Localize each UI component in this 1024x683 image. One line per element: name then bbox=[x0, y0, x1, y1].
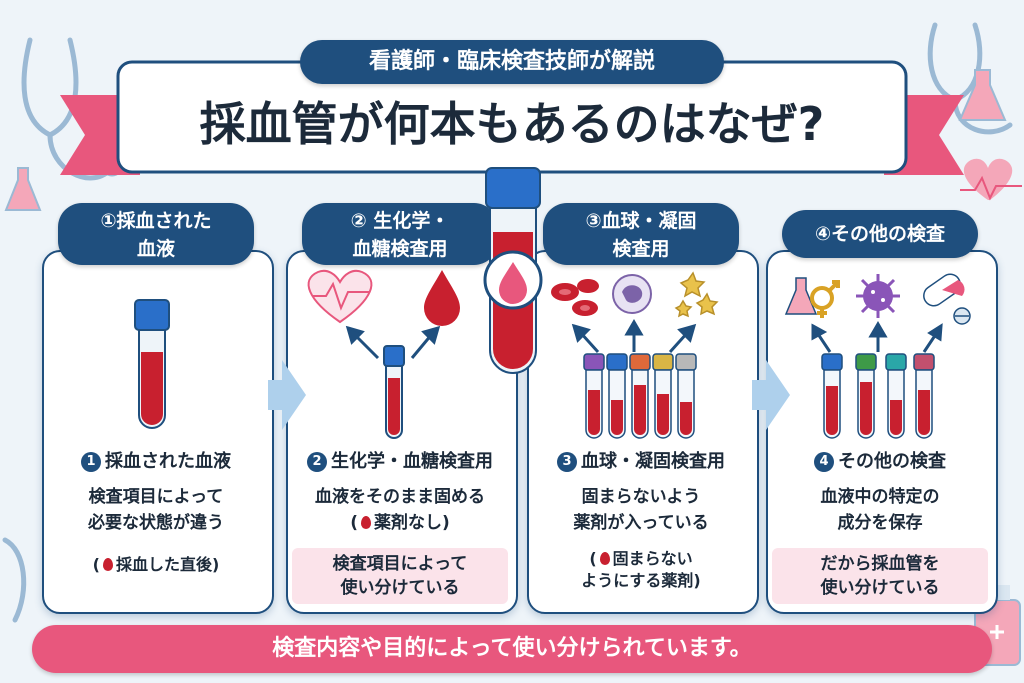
red-blood-cells-icon bbox=[551, 279, 599, 316]
card-1-desc: 検査項目によって 必要な状態が違う bbox=[88, 487, 224, 533]
blood-tube-icon bbox=[821, 353, 843, 439]
blood-tube-icon bbox=[675, 353, 697, 439]
card-2-note: (薬剤なし) bbox=[350, 513, 450, 533]
card-4-band: だから採血管を 使い分けている bbox=[772, 548, 988, 604]
page-title: 採血管が何本もあるのはなぜ? bbox=[199, 97, 825, 151]
arrow-up-icon bbox=[571, 319, 697, 354]
tube-rack-icon bbox=[821, 353, 935, 439]
arrow-up-icon bbox=[811, 321, 943, 353]
flask-icon bbox=[784, 277, 818, 315]
blood-tube-icon bbox=[606, 353, 628, 439]
card-3-note: (固まらない ようにする薬剤) bbox=[581, 549, 701, 590]
blood-tube-icon bbox=[629, 353, 651, 439]
step-number-badge: 4 bbox=[814, 452, 834, 472]
card-3-note-text: 固まらない ようにする薬剤 bbox=[581, 549, 694, 590]
arrow-right-icon bbox=[268, 360, 306, 430]
blood-tube-icon bbox=[583, 353, 605, 439]
blood-drop-icon bbox=[424, 270, 460, 326]
step-number-badge: 2 bbox=[307, 452, 327, 472]
blood-drop-icon bbox=[599, 552, 610, 565]
blood-tube-icon bbox=[855, 353, 877, 439]
card-3-label: ③血球・凝固 検査用 bbox=[543, 203, 739, 265]
card-2-label: ② 生化学・ 血糖検査用 bbox=[302, 203, 498, 265]
platelet-icon bbox=[674, 271, 719, 318]
arrow-right-icon bbox=[752, 360, 790, 430]
heart-pulse-icon bbox=[960, 158, 1022, 201]
gender-symbol-icon bbox=[810, 280, 840, 318]
header-badge: 看護師・臨床検査技師が解説 bbox=[300, 40, 724, 84]
card-4-label: ④その他の検査 bbox=[782, 210, 978, 258]
blood-tube-icon bbox=[885, 353, 907, 439]
step-number-badge: 3 bbox=[557, 452, 577, 472]
card-1-note: (採血した直後) bbox=[92, 555, 220, 574]
card-2-note-text: 薬剤なし bbox=[374, 513, 442, 533]
card-3-desc: 固まらないよう 薬剤が入っている bbox=[573, 487, 709, 533]
card-3-subtitle-text: 血球・凝固検査用 bbox=[581, 451, 725, 472]
virus-icon bbox=[856, 274, 900, 318]
blood-drop-icon bbox=[361, 516, 371, 529]
pill-icon bbox=[953, 307, 971, 325]
blood-drop-icon bbox=[499, 262, 527, 304]
card-1-note-text: 採血した直後 bbox=[115, 555, 212, 574]
step-number-badge: 1 bbox=[81, 452, 101, 472]
white-blood-cell-icon bbox=[612, 274, 652, 314]
blood-tube-icon bbox=[652, 353, 674, 439]
flask-icon bbox=[4, 167, 42, 211]
card-1-label: ①採血された 血液 bbox=[58, 203, 254, 265]
card-2-subtitle-text: 生化学・血糖検査用 bbox=[331, 451, 493, 472]
blood-tube-icon bbox=[134, 299, 170, 429]
card-4-subtitle-text: その他の検査 bbox=[838, 451, 946, 472]
card-2-desc: 血液をそのまま固める bbox=[315, 487, 485, 507]
heart-pulse-icon bbox=[307, 269, 373, 324]
capsule-icon bbox=[923, 273, 965, 307]
footer-text: 検査内容や目的によって使い分けられています。 bbox=[272, 636, 752, 661]
card-1-subtitle-text: 採血された血液 bbox=[105, 451, 231, 472]
flask-icon bbox=[958, 69, 1007, 121]
stethoscope-icon bbox=[2, 537, 27, 623]
arrow-up-icon bbox=[345, 325, 441, 360]
blood-drop-icon bbox=[102, 558, 113, 571]
header-badge-text: 看護師・臨床検査技師が解説 bbox=[368, 49, 655, 74]
blood-tube-icon bbox=[383, 345, 405, 439]
blood-tube-icon bbox=[913, 353, 935, 439]
title-ribbon bbox=[60, 60, 964, 175]
card-4-desc: 血液中の特定の 成分を保存 bbox=[820, 487, 940, 533]
tube-rack-icon bbox=[583, 353, 697, 439]
card-2-band: 検査項目によって 使い分けている bbox=[292, 548, 508, 604]
footer-banner: 検査内容や目的によって使い分けられています。 bbox=[32, 625, 992, 673]
